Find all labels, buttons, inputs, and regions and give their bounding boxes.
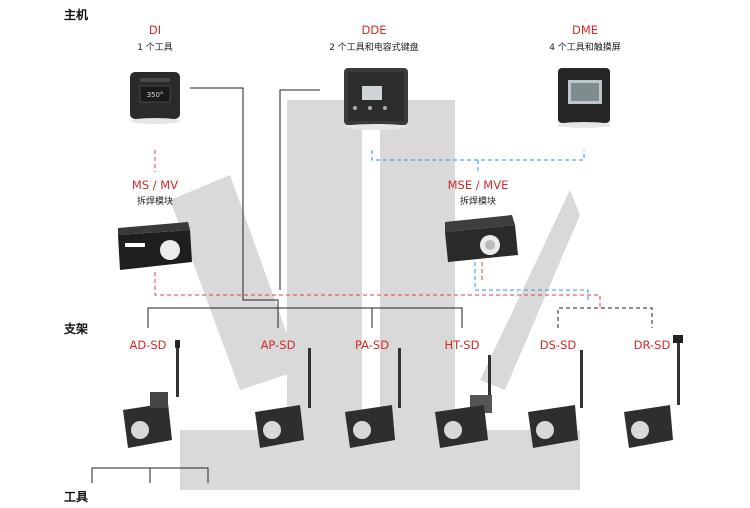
module-ms-title: MS / MV — [131, 178, 179, 192]
dme-station-image — [557, 68, 611, 128]
module-mse-desc: 拆焊模块 — [459, 197, 497, 207]
station-dme-desc: 4 个工具和触摸屏 — [549, 43, 621, 53]
stand-ht-image — [435, 355, 492, 448]
station-di-title: DI — [148, 23, 162, 37]
line-dde — [279, 89, 320, 290]
station-dde-desc: 2 个工具和电容式键盘 — [329, 43, 419, 53]
section-tools: 工具 — [64, 490, 89, 504]
module-ms-desc: 拆焊模块 — [136, 197, 174, 207]
black-dash-ds-dr — [557, 307, 653, 328]
stand-dr-label: DR-SD — [633, 338, 671, 352]
stand-dr-image — [624, 335, 683, 448]
stand-ap-label: AP-SD — [260, 338, 296, 352]
stand-ds-label: DS-SD — [539, 338, 577, 352]
line-di-ap — [190, 87, 279, 308]
blue-dash-mse-bus — [474, 262, 589, 300]
red-dash-bus — [154, 272, 601, 308]
section-stands: 支架 — [64, 322, 89, 336]
di-station-image: 350° — [130, 72, 180, 124]
stand-ht-label: HT-SD — [444, 338, 480, 352]
section-main-unit: 主机 — [64, 8, 89, 22]
mse-module-image — [445, 215, 518, 262]
stand-ap-image — [255, 348, 311, 448]
stand-bus — [147, 307, 463, 328]
stand-ds-image — [528, 350, 583, 448]
ms-module-image — [118, 222, 192, 270]
module-mse-title: MSE / MVE — [447, 178, 509, 192]
dde-station-image — [344, 68, 408, 130]
station-dde-title: DDE — [361, 23, 387, 37]
stand-ad-label: AD-SD — [129, 338, 167, 352]
station-di-desc: 1 个工具 — [137, 43, 173, 53]
svg-text:350°: 350° — [147, 91, 164, 99]
stand-pa-label: PA-SD — [354, 338, 390, 352]
stand-pa-image — [345, 348, 401, 448]
station-dme-title: DME — [571, 23, 599, 37]
stand-ad-image — [123, 340, 180, 448]
